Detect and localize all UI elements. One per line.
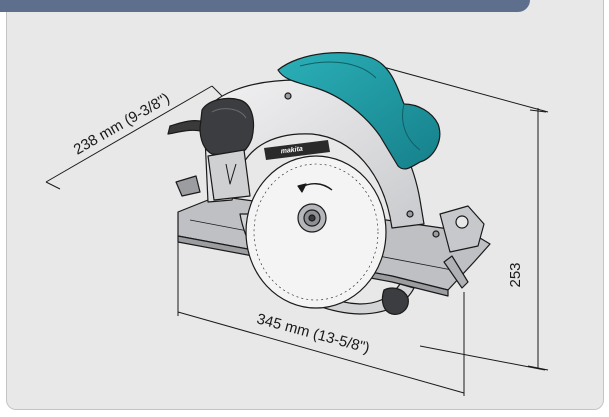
saw-illustration: makita bbox=[167, 52, 491, 315]
width-extension-bottom bbox=[45, 181, 61, 190]
brand-text: makita bbox=[280, 146, 303, 156]
height-tick-bottom bbox=[527, 365, 549, 371]
brand-plate: makita bbox=[264, 140, 330, 160]
header-bar bbox=[0, 0, 530, 12]
width-dimension-label: 238 mm (9-3/8") bbox=[71, 90, 173, 159]
width-extension-top bbox=[211, 85, 223, 97]
dimension-lines bbox=[45, 57, 549, 396]
height-tick-top bbox=[529, 109, 547, 113]
bevel-knob bbox=[381, 287, 409, 315]
length-dim-line bbox=[177, 311, 465, 394]
front-grip bbox=[207, 149, 251, 201]
motor-housing bbox=[277, 52, 441, 170]
height-dimension-label: 253 bbox=[507, 262, 524, 287]
front-lever bbox=[175, 175, 201, 197]
bevel-bracket bbox=[439, 205, 485, 253]
width-dim-line bbox=[45, 85, 213, 183]
height-extension-bottom bbox=[419, 345, 546, 371]
power-cord bbox=[167, 120, 207, 135]
rear-handle bbox=[199, 97, 255, 157]
